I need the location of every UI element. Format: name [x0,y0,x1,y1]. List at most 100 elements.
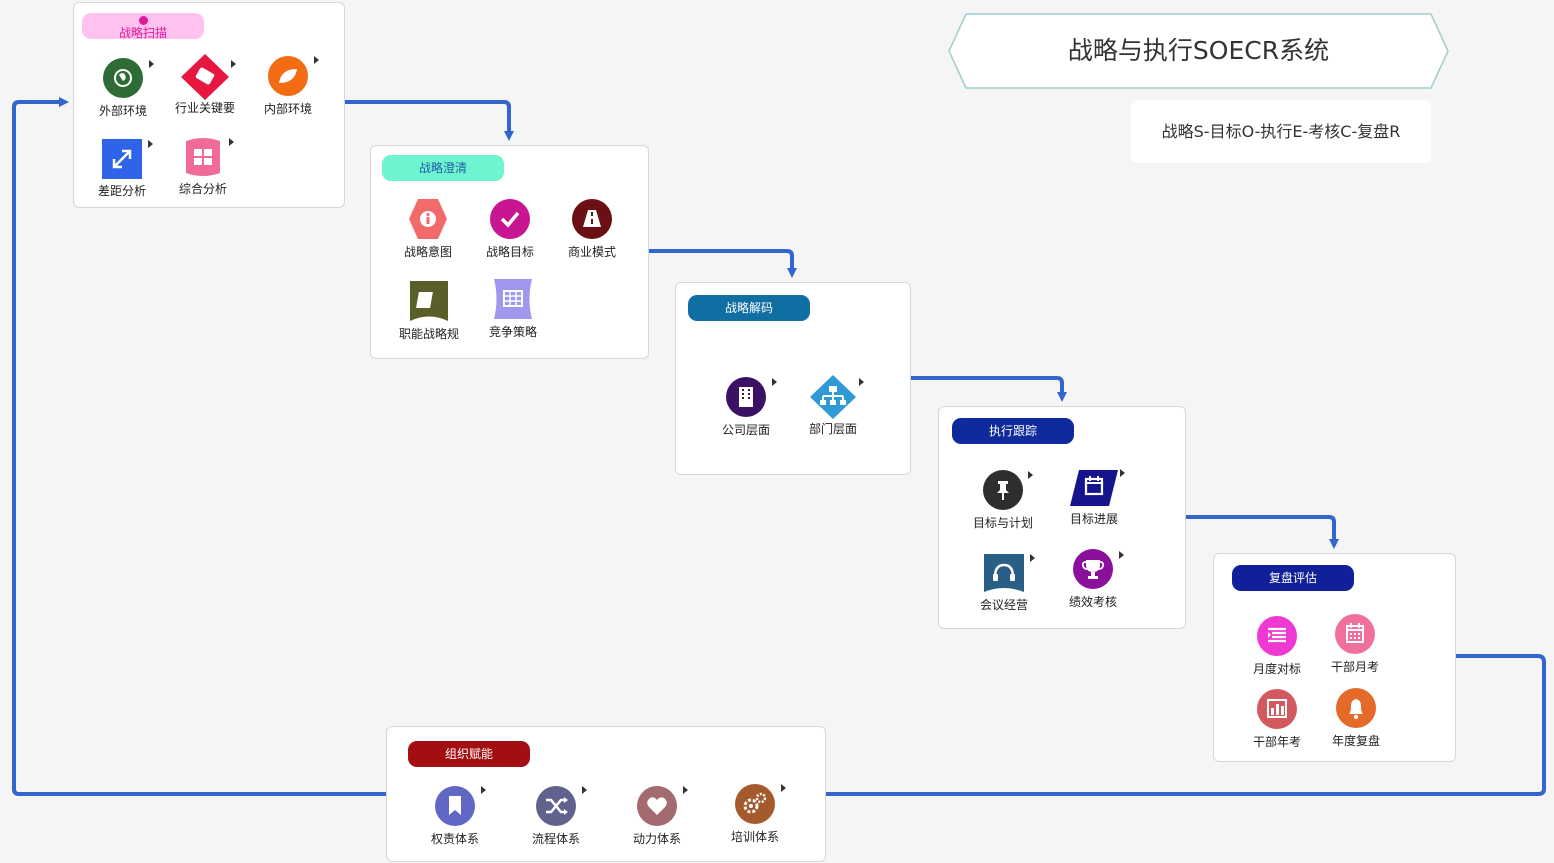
org-chart-icon [810,375,856,419]
bar-chart-icon [1257,689,1297,729]
globe-icon [103,58,143,98]
item-label: 流程体系 [531,832,580,846]
item-training-system[interactable]: 培训体系 [710,783,800,845]
item-competitive-strategy[interactable]: 竞争策略 [468,278,558,340]
expand-caret-icon[interactable] [314,56,319,64]
stage-header-scan[interactable]: 战略扫描 [82,13,204,40]
item-monthly-benchmark[interactable]: 月度对标 [1232,615,1322,677]
tag-icon [181,54,229,100]
bell-icon [1336,688,1376,728]
expand-caret-icon[interactable] [683,786,688,794]
grid-icon [186,138,220,176]
item-functional-strategy[interactable]: 职能战略规 [384,280,474,342]
expand-caret-icon[interactable] [781,784,786,792]
stage-card-scan: 战略扫描 外部环境 行业关键要 内部环境 差距分析 综合分析 [73,2,345,208]
item-motivation-system[interactable]: 动力体系 [612,785,702,847]
stage-header-decode[interactable]: 战略解码 [688,295,810,321]
stage-header-clarify[interactable]: 战略澄清 [382,155,504,181]
item-strategic-intent[interactable]: 战略意图 [383,198,473,260]
expand-caret-icon[interactable] [148,140,153,148]
stage-card-review: 复盘评估 月度对标 干部月考 干部年考 年度复盘 [1213,553,1456,762]
table-icon [494,279,532,319]
expand-caret-icon[interactable] [859,378,864,386]
item-label: 公司层面 [721,423,770,437]
item-label: 干部年考 [1252,735,1301,749]
item-company-level[interactable]: 公司层面 [701,376,791,438]
stage-label: 战略扫描 [118,26,167,40]
item-cadre-monthly[interactable]: 干部月考 [1310,613,1400,675]
item-gap-analysis[interactable]: 差距分析 [77,139,167,199]
item-label: 干部月考 [1330,660,1379,674]
item-label: 竞争策略 [488,325,537,339]
item-performance-review[interactable]: 绩效考核 [1048,548,1138,610]
connector-enable-to-scan [12,97,386,796]
connector-clarify-to-decode [649,249,797,278]
stage-header-enable[interactable]: 组织赋能 [408,741,530,767]
item-label: 年度复盘 [1331,734,1380,748]
item-label: 目标进展 [1069,512,1118,526]
expand-caret-icon[interactable] [229,138,234,146]
stage-header-review[interactable]: 复盘评估 [1232,565,1354,591]
expand-caret-icon[interactable] [772,378,777,386]
expand-caret-icon[interactable] [1030,554,1035,562]
gears-icon [735,784,775,824]
item-external-env[interactable]: 外部环境 [78,57,168,119]
connector-review-to-enable [826,654,1546,796]
item-label: 外部环境 [98,104,147,118]
calendar-icon [1070,470,1118,506]
expand-arrows-icon [102,139,142,179]
shuffle-icon [536,786,576,826]
stage-header-track[interactable]: 执行跟踪 [952,418,1074,444]
item-label: 部门层面 [808,422,857,436]
bookmark-icon [435,786,475,826]
item-process-system[interactable]: 流程体系 [511,785,601,847]
item-goal-progress[interactable]: 目标进展 [1049,469,1139,527]
connector-decode-to-track [911,376,1067,402]
item-label: 培训体系 [730,830,779,844]
expand-caret-icon[interactable] [481,786,486,794]
item-label: 月度对标 [1252,662,1301,676]
item-label: 战略目标 [485,245,534,259]
item-business-model[interactable]: 商业模式 [547,198,637,260]
system-subtitle: 战略S-目标O-执行E-考核C-复盘R [1131,100,1431,163]
check-icon [490,199,530,239]
item-goals-plans[interactable]: 目标与计划 [958,469,1048,531]
expand-caret-icon[interactable] [582,786,587,794]
connector-track-to-review [1186,515,1339,549]
calendar-icon [1335,614,1375,654]
item-meeting-ops[interactable]: 会议经营 [959,553,1049,613]
item-internal-env[interactable]: 内部环境 [243,55,333,117]
expand-caret-icon[interactable] [1119,551,1124,559]
item-industry-key[interactable]: 行业关键要 [160,53,250,116]
leaf-icon [268,56,308,96]
item-label: 职能战略规 [398,327,459,341]
expand-caret-icon[interactable] [149,60,154,68]
stage-card-clarify: 战略澄清 战略意图 战略目标 商业模式 职能战略规 竞争策略 [370,145,649,359]
item-label: 目标与计划 [972,516,1033,530]
item-responsibility-system[interactable]: 权责体系 [410,785,500,847]
heart-icon [637,786,677,826]
item-department-level[interactable]: 部门层面 [788,374,878,437]
item-label: 内部环境 [263,102,312,116]
expand-caret-icon[interactable] [231,60,236,68]
headset-icon [984,554,1024,592]
road-icon [572,199,612,239]
pin-icon [983,470,1023,510]
item-cadre-annual[interactable]: 干部年考 [1232,688,1322,750]
target-dot-icon [139,16,148,25]
item-label: 绩效考核 [1068,595,1117,609]
stage-card-decode: 战略解码 公司层面 部门层面 [675,282,911,475]
book-icon [410,281,448,321]
connector-scan-to-clarify [345,100,514,141]
system-title-box: 战略与执行SOECR系统 [948,13,1449,89]
stage-card-track: 执行跟踪 目标与计划 目标进展 会议经营 绩效考核 [938,406,1186,629]
list-icon [1257,616,1297,656]
info-icon [409,199,447,239]
item-strategic-goal[interactable]: 战略目标 [465,198,555,260]
item-annual-review[interactable]: 年度复盘 [1311,687,1401,749]
title-hexagon [948,13,1449,89]
item-comprehensive-analysis[interactable]: 综合分析 [158,137,248,197]
expand-caret-icon[interactable] [1028,471,1033,479]
expand-caret-icon[interactable] [1120,469,1125,477]
